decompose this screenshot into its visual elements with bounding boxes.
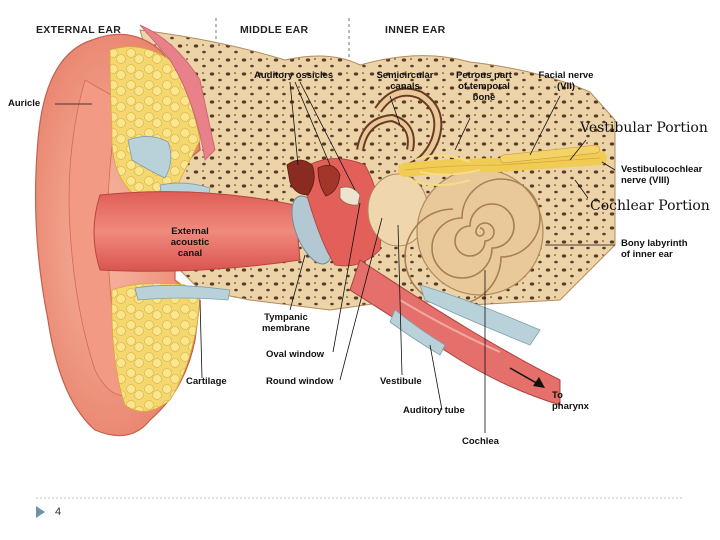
skin-layer [139,24,216,161]
label-auditory-ossicles: Auditory ossicles [254,70,334,81]
label-line: bone [472,92,496,103]
heading-external-ear: EXTERNAL EAR [36,24,122,36]
label-line: Vestibulocochlear [621,164,703,175]
cartilage-lower [111,282,201,412]
annotation-cochlear-portion: Cochlear Portion [590,198,710,214]
label-oval-window: Oval window [266,349,325,360]
cochlea-spiral [404,178,541,306]
label-external-acoustic-canal: External acoustic canal [155,226,225,259]
pharynx-arrow-line [509,367,541,386]
heading-inner-ear: INNER EAR [385,24,446,36]
label-line: of temporal [458,81,510,92]
label-vestibulocochlear-nerve: Vestibulocochlear nerve (VIII) [621,164,702,186]
semicircular-canal [375,89,441,173]
label-petrous-part: Petrous part of temporal bone [448,70,520,103]
external-acoustic-canal-shape [93,191,301,272]
footer-bullet-icon [36,506,45,518]
label-round-window: Round window [266,376,334,387]
label-line: (VII) [557,81,575,92]
annotation-vestibular-portion: Vestibular Portion [580,120,708,136]
nerve-outline [404,157,601,171]
label-tympanic-membrane: Tympanic membrane [256,312,316,334]
label-bony-labyrinth: Bony labyrinth of inner ear [621,238,688,260]
label-line: membrane [261,323,311,334]
label-cochlea: Cochlea [462,436,499,447]
label-line: acoustic [170,237,210,248]
page-number: 4 [55,506,62,518]
stapes [339,186,361,206]
nerve-fibers [409,154,481,186]
label-auricle: Auricle [8,98,41,109]
label-vestibule: Vestibule [380,376,422,387]
label-line: pharynx [552,401,589,412]
label-line: canals [390,81,420,92]
label-semicircular-canals: Semicircular canals [370,70,440,92]
label-line: Tympanic [264,312,308,323]
leader-lines [55,81,616,433]
pharynx-arrowhead [533,377,545,388]
label-line: of inner ear [621,249,673,260]
label-line: Facial nerve [538,70,594,81]
label-line: To [552,390,563,401]
label-line: External [171,226,209,237]
label-line: Semicircular [376,70,434,81]
facial-nerve-shape [499,144,601,164]
auditory-tube-highlight [399,299,501,353]
cartilage-piece [127,136,172,179]
label-to-pharynx: To pharynx [552,390,589,412]
label-line: Bony labyrinth [621,238,688,249]
semicircular-canal [358,115,413,151]
cartilage-piece [134,285,231,301]
malleus [286,159,315,196]
label-line: nerve (VIII) [621,175,670,186]
label-line: Petrous part [456,70,512,81]
label-auditory-tube: Auditory tube [403,405,465,416]
incus [317,164,341,197]
heading-middle-ear: MIDDLE EAR [240,24,309,36]
label-cartilage: Cartilage [186,376,227,387]
tube-cartilage [419,284,541,346]
label-facial-nerve: Facial nerve (VII) [530,70,602,92]
label-line: canal [177,248,203,259]
